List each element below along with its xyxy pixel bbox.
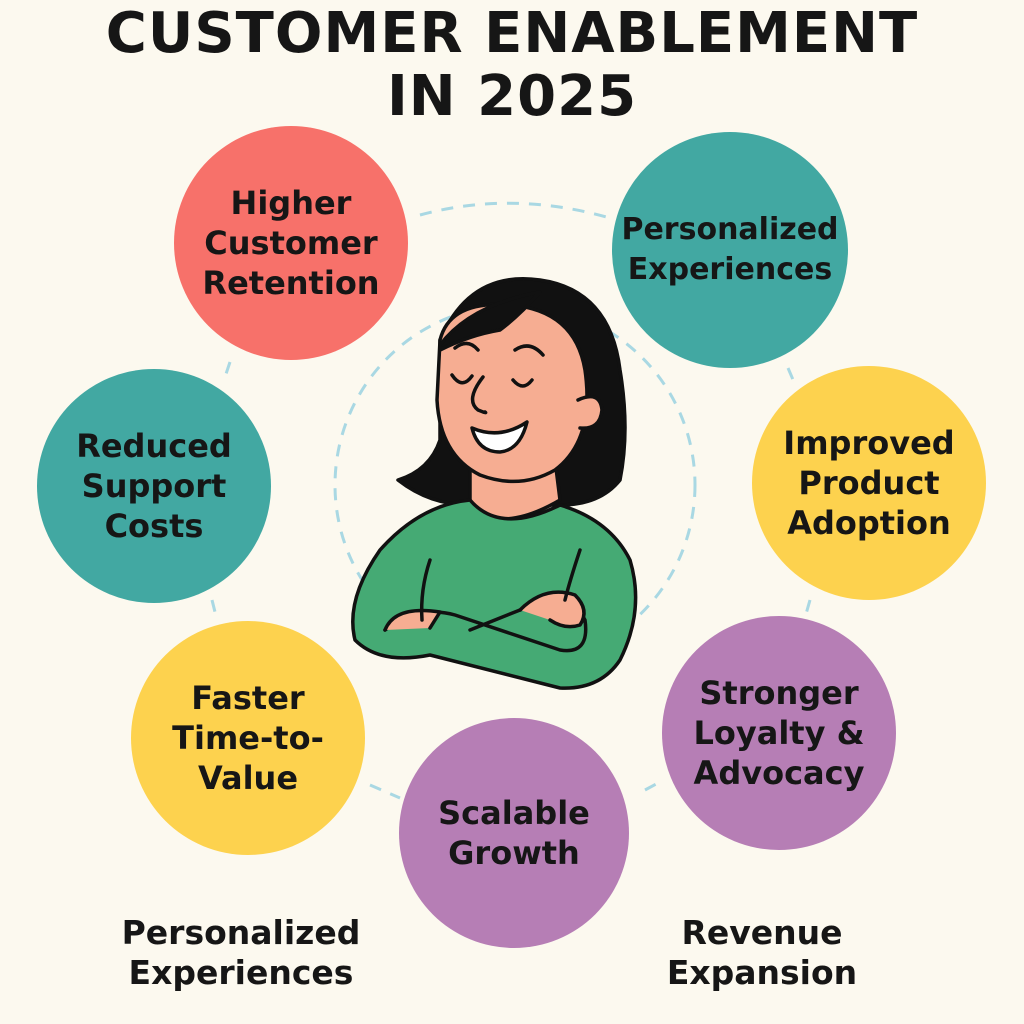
text-line: Loyalty & bbox=[693, 714, 865, 752]
connector-left-1 bbox=[222, 361, 232, 381]
text-line: Reduced bbox=[76, 427, 232, 465]
connector-bottom-right bbox=[644, 780, 661, 792]
text-line: Value bbox=[197, 759, 299, 797]
text-line: Expansion bbox=[666, 953, 858, 992]
connector-bottom-left bbox=[369, 783, 401, 800]
text-line: Higher bbox=[230, 184, 352, 222]
text-line: Advocacy bbox=[693, 754, 865, 792]
text-line: Stronger bbox=[699, 674, 859, 712]
text-line: Time-to- bbox=[172, 719, 324, 757]
text-line: Adoption bbox=[787, 504, 951, 542]
title-line-1: CUSTOMER ENABLEMENT bbox=[105, 1, 919, 66]
text-line: Faster bbox=[191, 679, 305, 717]
text-line: Product bbox=[798, 464, 940, 502]
text-line: Personalized bbox=[621, 212, 839, 247]
connector-right-2 bbox=[804, 599, 812, 615]
text-line: Revenue bbox=[681, 913, 843, 952]
title-line-2: IN 2025 bbox=[386, 64, 638, 129]
text-line: Personalized bbox=[121, 913, 361, 952]
connector-left-2 bbox=[210, 599, 218, 617]
text-line: Retention bbox=[202, 264, 380, 302]
text-line: Experiences bbox=[627, 252, 833, 287]
text-line: Improved bbox=[783, 424, 955, 462]
text-line: Customer bbox=[204, 224, 378, 262]
text-line: Experiences bbox=[128, 953, 354, 992]
connector-right-1 bbox=[786, 367, 796, 383]
page-title: CUSTOMER ENABLEMENT IN 2025 bbox=[0, 2, 1024, 128]
text-line: Costs bbox=[104, 507, 204, 545]
connector-top bbox=[419, 201, 611, 220]
text-line: Support bbox=[81, 467, 227, 505]
text-line: Scalable bbox=[438, 794, 590, 832]
text-line: Growth bbox=[448, 834, 580, 872]
